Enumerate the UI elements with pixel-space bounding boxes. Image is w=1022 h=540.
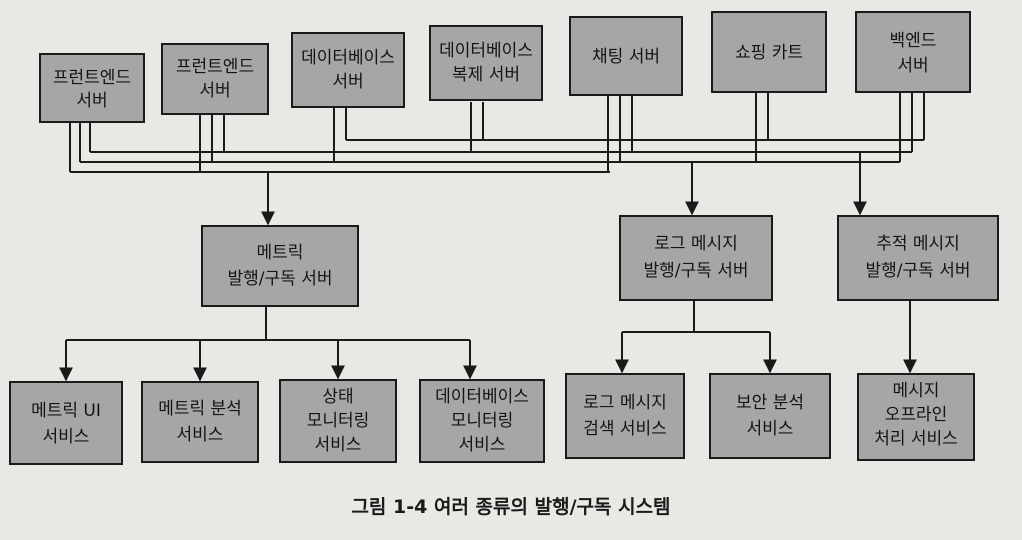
box-label-line: 프런트엔드 bbox=[176, 57, 254, 77]
box-label-line: 메트릭 UI bbox=[31, 401, 101, 421]
box-label-line: 추적 메시지 bbox=[876, 234, 960, 254]
box-label-line: 데이터베이스 bbox=[435, 387, 529, 407]
log-fanout bbox=[615, 300, 777, 374]
box-metric-analysis-service: 메트릭 분석 서비스 bbox=[141, 381, 259, 463]
box-label-line: 프런트엔드 bbox=[53, 68, 131, 88]
box-security-analysis-service: 보안 분석 서비스 bbox=[709, 373, 831, 459]
box-label-line: 서비스 bbox=[315, 435, 362, 455]
figure-title: 여러 종류의 발행/구독 시스템 bbox=[433, 496, 671, 518]
box-label-line: 서비스 bbox=[43, 427, 90, 447]
box-status-monitoring-service: 상태 모니터링 서비스 bbox=[279, 379, 397, 463]
box-label-line: 서버 bbox=[199, 81, 230, 101]
box-label-line: 메시지 bbox=[893, 381, 940, 401]
box-label-line: 서비스 bbox=[747, 419, 794, 439]
box-backend-server: 백엔드 서버 bbox=[855, 11, 971, 93]
box-label-line: 보안 분석 bbox=[736, 393, 804, 413]
box-label-line: 검색 서비스 bbox=[583, 419, 667, 439]
figure-number: 그림 1-4 bbox=[351, 496, 428, 518]
metric-fanout bbox=[59, 306, 477, 382]
producer-bus-lines bbox=[69, 92, 925, 173]
box-label-line: 로그 메시지 bbox=[583, 393, 667, 413]
box-label-line: 데이터베이스 bbox=[439, 41, 533, 61]
box-chat-server: 채팅 서버 bbox=[569, 16, 683, 96]
box-label-line: 발행/구독 서버 bbox=[644, 261, 749, 281]
box-label-line: 처리 서비스 bbox=[874, 429, 958, 449]
box-label-line: 발행/구독 서버 bbox=[866, 261, 971, 281]
figure-caption: 그림 1-4 여러 종류의 발행/구독 시스템 bbox=[0, 492, 1022, 519]
box-label-line: 오프라인 bbox=[885, 405, 948, 425]
box-metric-ui-service: 메트릭 UI 서비스 bbox=[9, 381, 123, 465]
box-trace-pubsub-server: 추적 메시지 발행/구독 서버 bbox=[837, 215, 999, 301]
box-shopping-cart: 쇼핑 카트 bbox=[711, 11, 827, 93]
box-label-line: 로그 메시지 bbox=[654, 234, 738, 254]
box-label-line: 메트릭 bbox=[257, 243, 304, 263]
box-label-line: 서비스 bbox=[459, 435, 506, 455]
box-label-line: 서버 bbox=[76, 91, 107, 111]
box-database-replica-server: 데이터베이스 복제 서버 bbox=[429, 25, 543, 101]
box-frontend-server-2: 프런트엔드 서버 bbox=[161, 43, 269, 115]
pubsub-diagram: 프런트엔드 서버 프런트엔드 서버 데이터베이스 서버 데이터베이스 복제 서버… bbox=[9, 11, 999, 465]
box-label-line: 채팅 서버 bbox=[592, 47, 660, 67]
box-label-line: 상태 bbox=[322, 387, 353, 407]
box-metric-pubsub-server: 메트릭 발행/구독 서버 bbox=[201, 225, 359, 307]
box-log-search-service: 로그 메시지 검색 서비스 bbox=[565, 373, 685, 459]
box-label-line: 서버 bbox=[332, 72, 363, 92]
box-label-line: 백엔드 bbox=[890, 31, 937, 51]
box-label-line: 서비스 bbox=[177, 425, 224, 445]
box-label-line: 서버 bbox=[897, 56, 928, 76]
box-frontend-server-1: 프런트엔드 서버 bbox=[39, 53, 145, 123]
box-label-line: 모니터링 bbox=[307, 411, 370, 431]
box-offline-message-service: 메시지 오프라인 처리 서비스 bbox=[857, 373, 975, 461]
box-log-pubsub-server: 로그 메시지 발행/구독 서버 bbox=[619, 215, 773, 301]
box-database-monitoring-service: 데이터베이스 모니터링 서비스 bbox=[419, 379, 545, 463]
box-label-line: 메트릭 분석 bbox=[158, 399, 242, 419]
box-label-line: 발행/구독 서버 bbox=[228, 269, 333, 289]
box-label-line: 복제 서버 bbox=[452, 65, 520, 85]
box-database-server: 데이터베이스 서버 bbox=[291, 32, 405, 108]
box-label-line: 모니터링 bbox=[451, 411, 514, 431]
box-label-line: 쇼핑 카트 bbox=[735, 43, 803, 63]
box-label-line: 데이터베이스 bbox=[301, 48, 395, 68]
